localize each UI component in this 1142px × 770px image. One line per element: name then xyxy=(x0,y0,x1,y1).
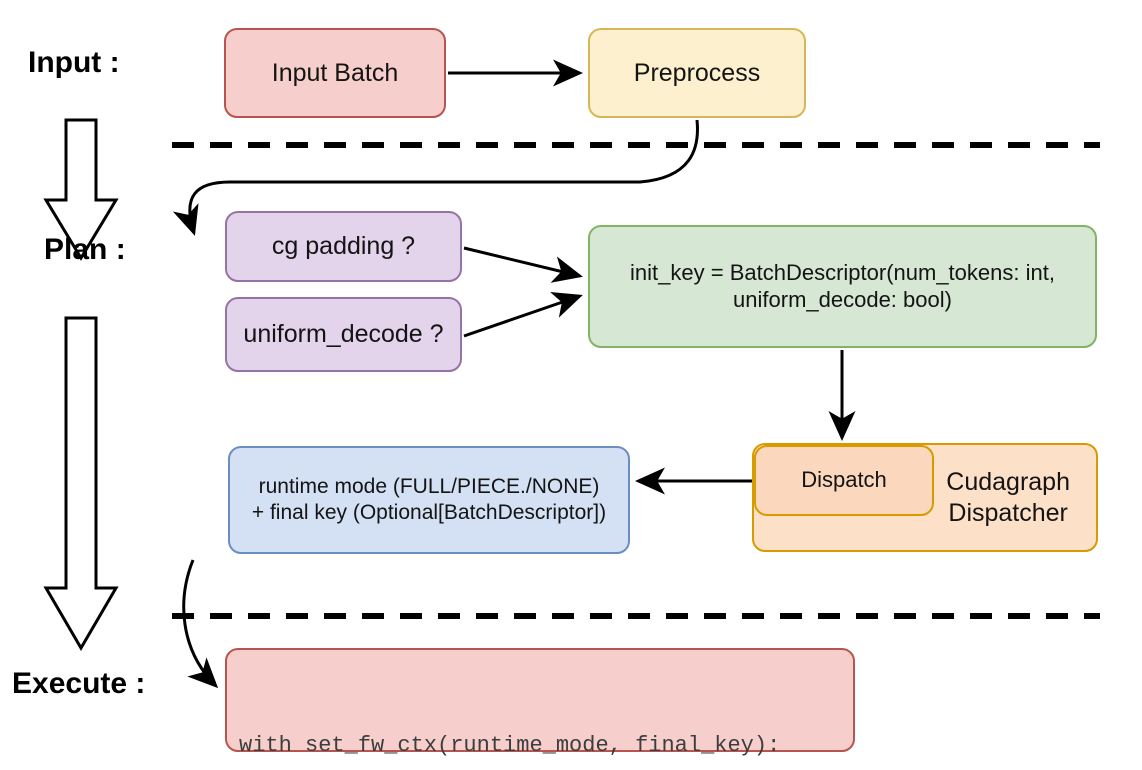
cg-padding-to-init-key xyxy=(463,246,583,283)
node-init-key[interactable]: init_key = BatchDescriptor(num_tokens: i… xyxy=(588,225,1097,348)
uniform-decode-to-init-key xyxy=(463,292,583,338)
node-execute-code-line1: with set_fw_ctx(runtime_mode, final_key)… xyxy=(239,732,781,758)
node-uniform-decode-label: uniform_decode ? xyxy=(243,320,444,349)
node-runtime-mode[interactable]: runtime mode (FULL/PIECE./NONE) + final … xyxy=(228,446,630,554)
node-input-batch[interactable]: Input Batch xyxy=(224,28,446,118)
node-preprocess[interactable]: Preprocess xyxy=(588,28,806,118)
plan-to-execute-arrow xyxy=(43,316,119,651)
node-input-batch-label: Input Batch xyxy=(271,58,399,87)
stage-label-execute: Execute : xyxy=(12,667,146,700)
node-cg-padding-label: cg padding ? xyxy=(271,232,416,261)
stage-label-plan: Plan : xyxy=(44,233,126,266)
node-preprocess-label: Preprocess xyxy=(633,58,761,87)
node-runtime-mode-line2: + final key (Optional[BatchDescriptor]) xyxy=(251,501,607,524)
node-cudagraph-dispatcher-line1: Cudagraph xyxy=(946,468,1070,496)
node-uniform-decode[interactable]: uniform_decode ? xyxy=(225,297,462,372)
node-init-key-line2: uniform_decode: bool) xyxy=(733,286,952,312)
node-dispatch[interactable]: Dispatch xyxy=(754,445,934,516)
node-dispatch-label: Dispatch xyxy=(801,467,887,493)
node-init-key-line1: init_key = BatchDescriptor(num_tokens: i… xyxy=(630,259,1055,285)
node-execute-code[interactable]: with set_fw_ctx(runtime_mode, final_key)… xyxy=(225,648,855,758)
node-cg-padding[interactable]: cg padding ? xyxy=(225,211,462,282)
node-cudagraph-dispatcher-line2: Dispatcher xyxy=(948,498,1068,527)
stage-label-input: Input : xyxy=(28,46,120,79)
node-runtime-mode-line1: runtime mode (FULL/PIECE./NONE) xyxy=(258,475,600,499)
runtime-mode-to-execute xyxy=(182,559,219,689)
